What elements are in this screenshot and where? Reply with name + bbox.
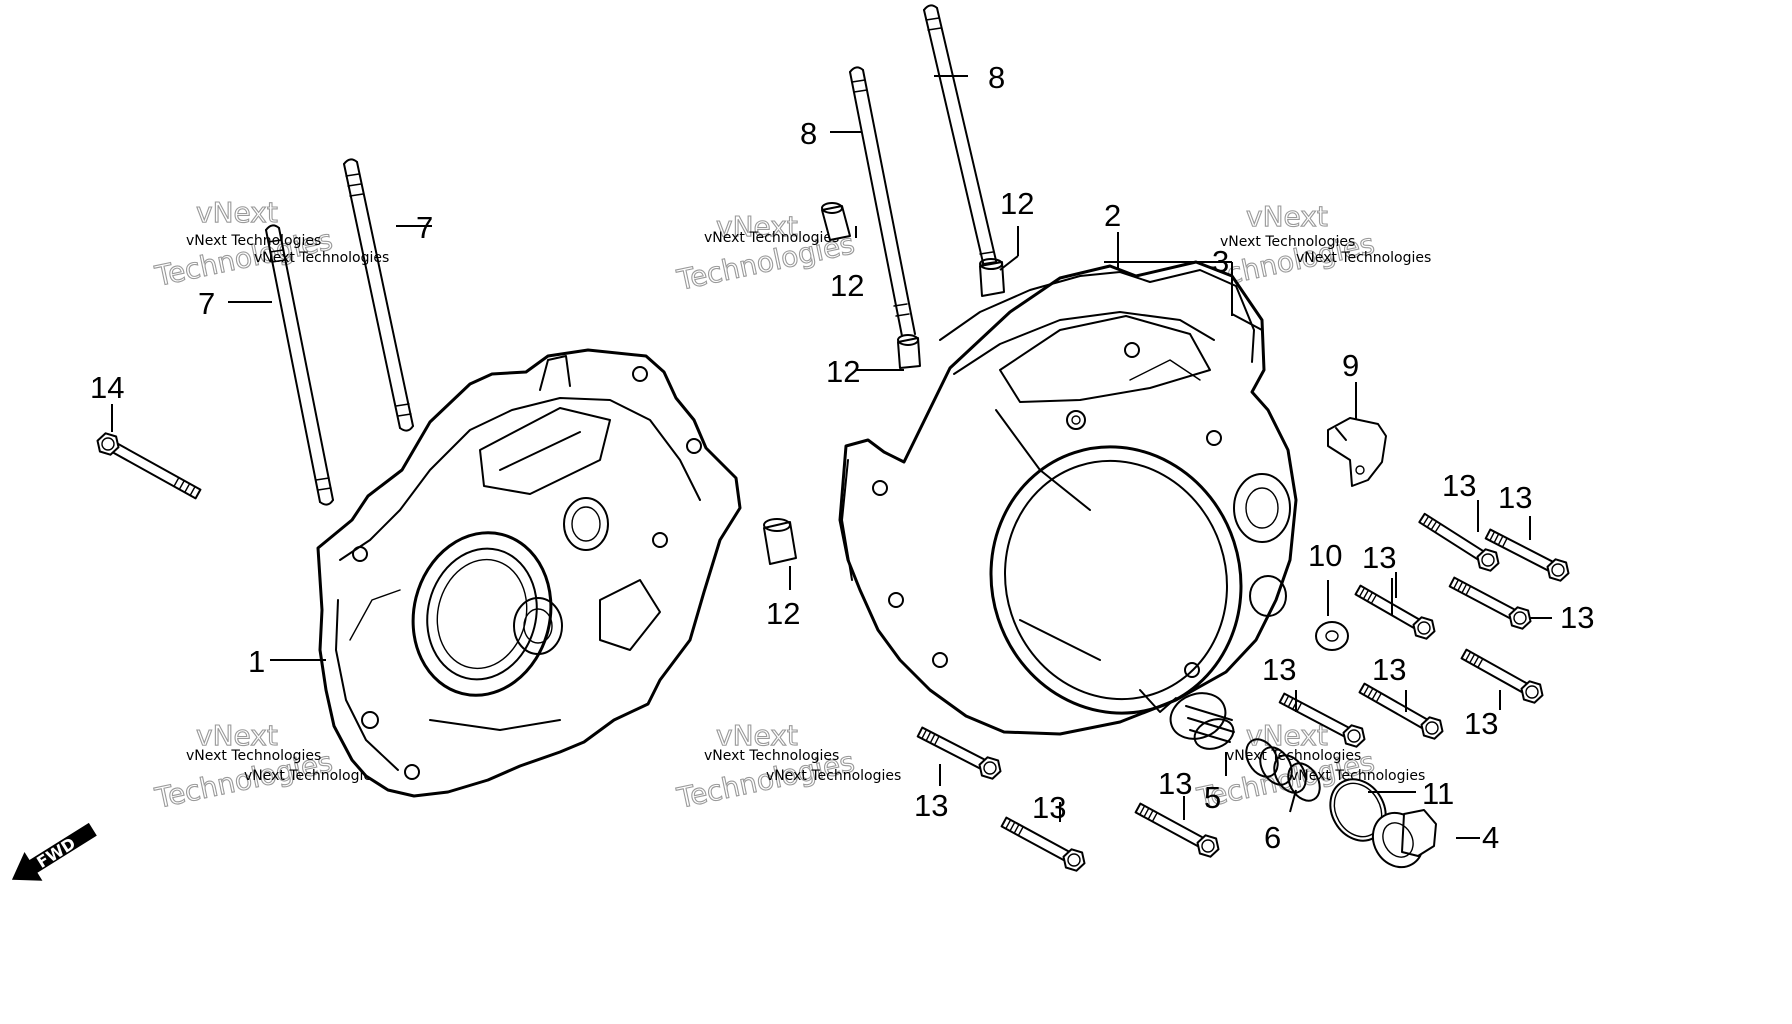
watermark-big-top: vNext bbox=[1246, 719, 1328, 752]
watermark-text: vNext Technologies bbox=[244, 768, 379, 784]
callout-12c: 12 bbox=[826, 354, 860, 389]
leader-lines bbox=[111, 75, 1552, 839]
bolt-13i bbox=[1000, 816, 1086, 872]
callout-4: 4 bbox=[1482, 820, 1499, 855]
callout-1: 1 bbox=[248, 644, 265, 679]
watermark-big-top: vNext bbox=[716, 719, 798, 752]
stud-7b bbox=[343, 158, 414, 432]
stud-8b bbox=[923, 4, 1002, 285]
bolt-13j bbox=[1134, 802, 1220, 858]
callout-13j: 13 bbox=[1158, 766, 1192, 801]
watermark-text: vNext Technologies bbox=[766, 768, 901, 784]
callout-3: 3 bbox=[1212, 244, 1229, 279]
watermark-text: vNext Technologies bbox=[1296, 250, 1431, 266]
drain-plug-4 bbox=[1371, 809, 1437, 869]
watermark-big-top: vNext bbox=[196, 196, 278, 229]
callout-14: 14 bbox=[90, 370, 124, 405]
stud-8a bbox=[849, 66, 916, 337]
callout-8a: 8 bbox=[800, 116, 817, 151]
callout-labels: 1 2 3 4 5 6 7 7 8 8 9 10 11 12 12 12 12 … bbox=[90, 60, 1594, 855]
bracket-9 bbox=[1327, 417, 1387, 487]
callout-13f: 13 bbox=[1262, 652, 1296, 687]
dowel-pin-d bbox=[763, 518, 797, 565]
callout-9: 9 bbox=[1342, 348, 1359, 383]
spring-6 bbox=[1245, 738, 1321, 802]
dowel-pin-b bbox=[897, 334, 921, 369]
fwd-indicator: FWD bbox=[11, 822, 97, 881]
watermark-text: vNext Technologies bbox=[1220, 234, 1355, 250]
bolt-13g bbox=[1278, 692, 1366, 748]
watermark-text: vNext Technologies bbox=[704, 230, 839, 246]
strainer-5 bbox=[1169, 692, 1235, 750]
callout-8b: 8 bbox=[988, 60, 1005, 95]
watermark-big-top: vNext bbox=[196, 719, 278, 752]
dowel-pin-c bbox=[979, 258, 1005, 297]
callout-11: 11 bbox=[1422, 776, 1454, 811]
watermark-bottom-middle: vNext Technologies vNext Technologies vN… bbox=[673, 718, 901, 815]
watermark-text: vNext Technologies bbox=[254, 250, 389, 266]
left-crankcase-half bbox=[316, 348, 742, 798]
bolt-13h bbox=[916, 726, 1002, 780]
callout-13b: 13 bbox=[1498, 480, 1532, 515]
arrow-left-down-icon bbox=[11, 822, 97, 881]
right-crankcase-half bbox=[838, 260, 1298, 736]
callout-13h: 13 bbox=[914, 788, 948, 823]
bolt-13a bbox=[1418, 512, 1500, 572]
callout-12a: 12 bbox=[1000, 186, 1034, 221]
callout-10: 10 bbox=[1308, 538, 1342, 573]
watermark-text: vNext Technologies bbox=[704, 748, 839, 764]
callout-7b: 7 bbox=[198, 286, 215, 321]
callout-6: 6 bbox=[1264, 820, 1281, 855]
callout-13c: 13 bbox=[1362, 540, 1396, 575]
washer-10 bbox=[1315, 621, 1349, 651]
watermark-text: vNext Technologies bbox=[186, 748, 321, 764]
bolt-13f bbox=[1358, 682, 1444, 740]
stud-7a bbox=[265, 224, 334, 506]
callout-12d: 12 bbox=[766, 596, 800, 631]
bolt-13d bbox=[1448, 576, 1532, 630]
watermark-text: vNext Technologies bbox=[1290, 768, 1425, 784]
fwd-label: FWD bbox=[33, 834, 79, 872]
callout-2: 2 bbox=[1104, 198, 1121, 233]
callout-13a: 13 bbox=[1442, 468, 1476, 503]
watermark-big-top: vNext bbox=[716, 210, 798, 243]
bolt-14 bbox=[96, 432, 202, 500]
callout-5: 5 bbox=[1204, 780, 1221, 815]
callout-12b: 12 bbox=[830, 268, 864, 303]
dowel-pin-a bbox=[821, 202, 851, 241]
callout-13e: 13 bbox=[1372, 652, 1406, 687]
watermark-top-middle: vNext Technologies vNext Technologies bbox=[673, 209, 858, 297]
callout-13g: 13 bbox=[1464, 706, 1498, 741]
callout-13d: 13 bbox=[1560, 600, 1594, 635]
watermark-text: vNext Technologies bbox=[186, 233, 321, 249]
bolt-13e bbox=[1460, 648, 1544, 704]
bolt-13b bbox=[1484, 528, 1570, 582]
bolt-group bbox=[96, 432, 1570, 872]
callout-13i: 13 bbox=[1032, 790, 1066, 825]
callout-7a: 7 bbox=[416, 210, 433, 245]
watermark-big-top: vNext bbox=[1246, 200, 1328, 233]
